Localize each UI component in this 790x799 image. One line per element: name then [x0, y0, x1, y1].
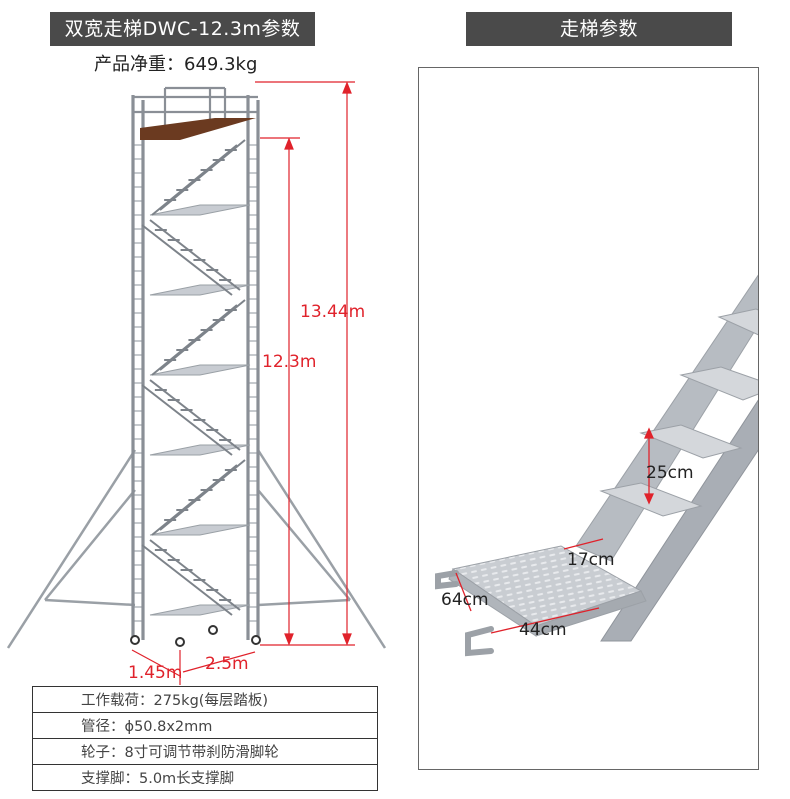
landing-width-label: 44cm [519, 620, 567, 640]
stair-illustration [435, 274, 758, 657]
spec-wheels: 轮子：8寸可调节带刹防滑脚轮 [32, 738, 378, 765]
base-dimensions [131, 649, 256, 685]
height-dimensions [255, 81, 355, 646]
spec-row: 管径：ϕ50.8x2mm [32, 712, 378, 739]
platform-height-label: 12.3m [262, 352, 317, 372]
caster-wheels [130, 625, 261, 647]
spec-row: 工作载荷：275kg(每层踏板) [32, 686, 378, 713]
stair-dimensions [455, 427, 655, 634]
base-width-label: 1.45m [128, 663, 183, 683]
stair-stringer-front [600, 399, 758, 642]
base-length-label: 2.5m [205, 654, 249, 674]
tread-depth-label: 17cm [567, 550, 615, 570]
frame-uprights [131, 95, 260, 640]
stair-platforms [149, 204, 251, 616]
spec-row: 轮子：8寸可调节带刹防滑脚轮 [32, 738, 378, 765]
landing-depth-label: 64cm [441, 590, 489, 610]
top-guardrail [133, 86, 258, 125]
top-deck-board [140, 118, 256, 140]
spec-working-load: 工作载荷：275kg(每层踏板) [32, 686, 378, 713]
landing-hooks [435, 570, 494, 657]
scaffold-tower-illustration [6, 81, 387, 685]
frame-rungs [133, 144, 258, 622]
outrigger-legs [6, 449, 387, 649]
spec-table: 工作载荷：275kg(每层踏板) 管径：ϕ50.8x2mm 轮子：8寸可调节带刹… [32, 686, 378, 791]
spec-outriggers: 支撑脚：5.0m长支撑脚 [32, 764, 378, 791]
rise-label: 25cm [646, 463, 694, 483]
spec-row: 支撑脚：5.0m长支撑脚 [32, 764, 378, 791]
net-weight-label: 产品净重：649.3kg [94, 54, 258, 75]
total-height-label: 13.44m [300, 302, 366, 322]
spec-tube-diameter: 管径：ϕ50.8x2mm [32, 712, 378, 739]
left-section-title: 双宽走梯DWC-12.3m参数 [50, 12, 315, 46]
stair-detail-panel: 25cm 17cm 64cm 44cm [418, 67, 759, 770]
right-section-title: 走梯参数 [466, 12, 732, 46]
stair-flights [141, 139, 246, 616]
